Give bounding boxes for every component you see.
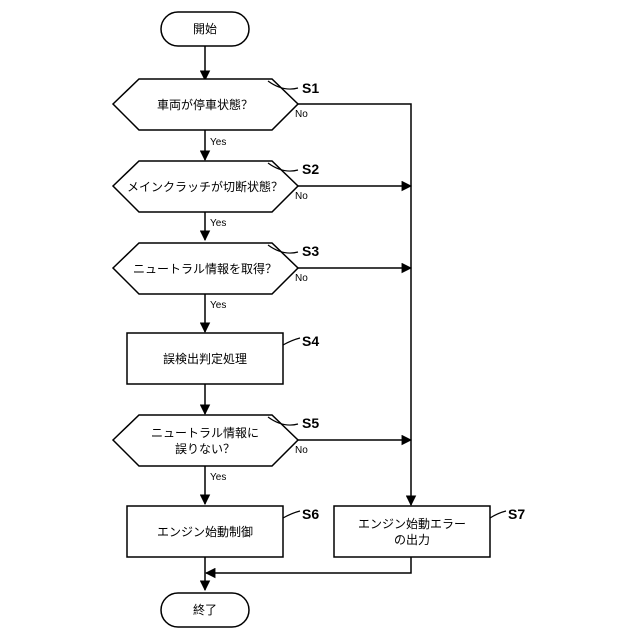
s1-yes-label: Yes — [210, 137, 226, 148]
decision-s3: ニュートラル情報を取得？ S3 No Yes — [113, 243, 319, 311]
start-terminal: 開始 — [161, 12, 249, 46]
s6-leader — [283, 511, 300, 518]
s3-label: ニュートラル情報を取得？ — [133, 261, 277, 276]
s6-label: エンジン始動制御 — [157, 524, 253, 539]
s3-no-label: No — [295, 273, 308, 284]
s5-label-line2: 誤りない？ — [175, 441, 235, 456]
process-s7: エンジン始動エラー の出力 S7 — [334, 506, 525, 557]
s7-leader — [490, 511, 506, 518]
s3-step-label: S3 — [302, 243, 319, 259]
decision-s5: ニュートラル情報に 誤りない？ S5 No Yes — [113, 415, 319, 483]
s2-step-label: S2 — [302, 161, 319, 177]
end-terminal: 終了 — [161, 593, 249, 627]
s7-label-line2: の出力 — [394, 533, 430, 547]
arrow-s7-to-end — [206, 557, 411, 573]
process-s4: 誤検出判定処理 S4 — [127, 333, 319, 384]
s5-yes-label: Yes — [210, 472, 226, 483]
s5-step-label: S5 — [302, 415, 319, 431]
s1-step-label: S1 — [302, 80, 319, 96]
s5-label-line1: ニュートラル情報に — [151, 426, 259, 440]
s4-leader — [283, 338, 300, 345]
s7-label-line1: エンジン始動エラー — [358, 517, 466, 531]
end-label: 終了 — [193, 602, 217, 617]
s3-yes-label: Yes — [210, 300, 226, 311]
s7-step-label: S7 — [508, 506, 525, 522]
decision-s1: 車両が停車状態？ S1 No Yes — [113, 79, 319, 148]
s5-no-label: No — [295, 445, 308, 456]
s1-no-label: No — [295, 109, 308, 120]
s1-label: 車両が停車状態？ — [157, 97, 253, 112]
s2-yes-label: Yes — [210, 218, 226, 229]
s2-label: メインクラッチが切断状態？ — [127, 179, 283, 194]
s6-step-label: S6 — [302, 506, 319, 522]
s4-step-label: S4 — [302, 333, 319, 349]
process-s6: エンジン始動制御 S6 — [127, 506, 319, 557]
s4-label: 誤検出判定処理 — [163, 351, 247, 366]
decision-s2: メインクラッチが切断状態？ S2 No Yes — [113, 161, 319, 229]
s7-shape — [334, 506, 490, 557]
s2-no-label: No — [295, 191, 308, 202]
s5-shape — [113, 415, 298, 466]
start-label: 開始 — [193, 22, 217, 36]
